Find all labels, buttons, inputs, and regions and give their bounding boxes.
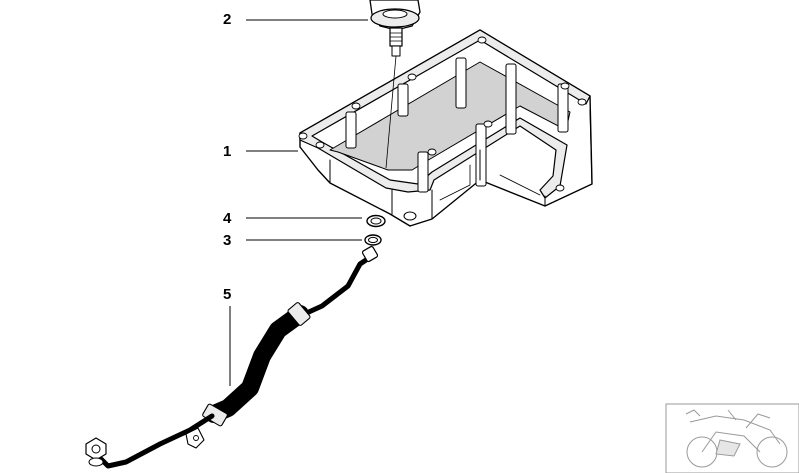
motorcycle-thumbnail[interactable] (665, 403, 799, 473)
callout-1-label[interactable]: 1 (223, 143, 232, 160)
part-4-sealing-ring[interactable] (366, 214, 386, 228)
leader-lines (229, 19, 368, 386)
motorcycle-icon (685, 409, 788, 468)
tray-posts (345, 57, 569, 193)
tray-bolt-holes (298, 36, 587, 192)
callout-4-label[interactable]: 4 (223, 210, 232, 227)
callout-2-label[interactable]: 2 (223, 11, 232, 28)
part-2-strainer[interactable] (369, 0, 421, 169)
part-5-oil-line[interactable] (85, 245, 379, 469)
part-3-o-ring[interactable] (364, 234, 382, 246)
callout-5-label[interactable]: 5 (223, 286, 232, 303)
part-1-tray[interactable] (298, 29, 593, 227)
callout-3-label[interactable]: 3 (223, 232, 232, 249)
